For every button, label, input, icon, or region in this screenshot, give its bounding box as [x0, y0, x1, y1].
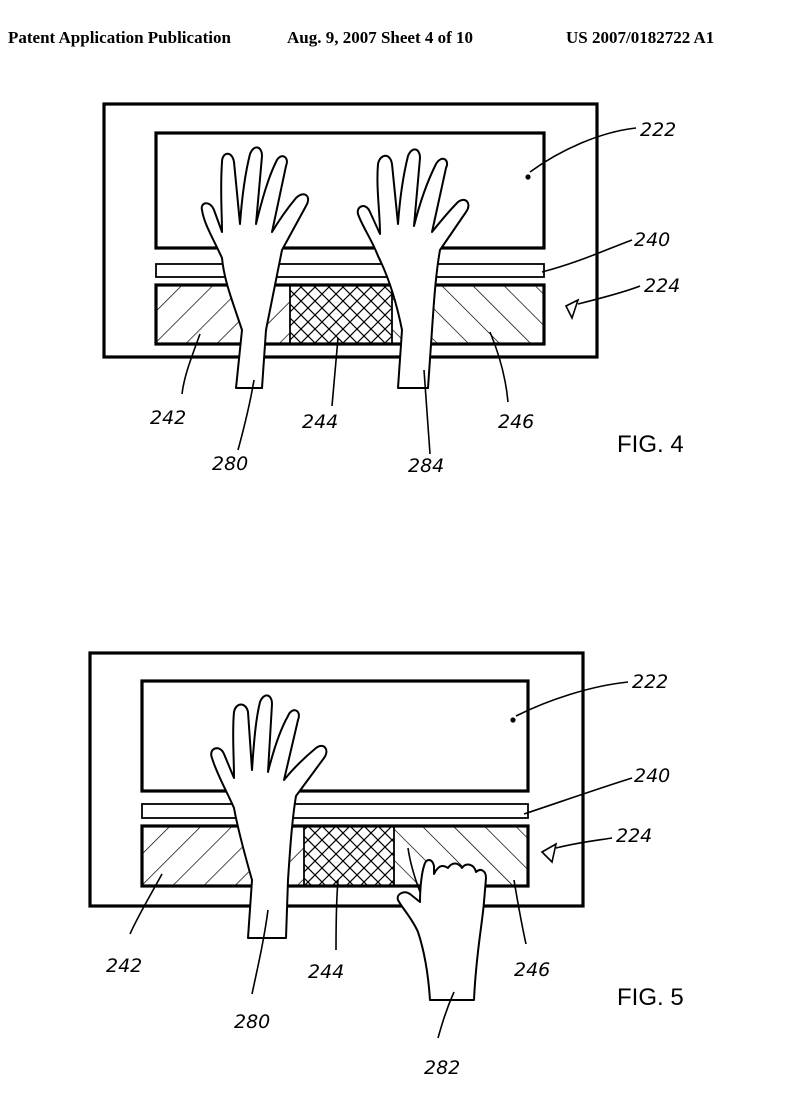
leader-282 — [437, 991, 455, 1039]
leader-280 — [237, 379, 255, 451]
display-screen — [140, 679, 530, 793]
publication-title: Patent Application Publication — [8, 28, 231, 47]
label-222: 222 — [640, 119, 676, 141]
figure-caption: FIG. 5 — [617, 984, 684, 1011]
label-222: 222 — [632, 671, 668, 693]
leader-222 — [529, 127, 637, 173]
arrow-224 — [564, 298, 580, 321]
label-280: 280 — [234, 1011, 270, 1033]
leader-244 — [331, 337, 339, 407]
publication-date-sheet: Aug. 9, 2007 Sheet 4 of 10 — [287, 28, 474, 47]
label-240: 240 — [634, 765, 670, 787]
leader-244 — [335, 879, 339, 951]
label-224: 224 — [616, 825, 652, 847]
display-dot — [510, 717, 516, 723]
figure-caption: FIG. 4 — [617, 431, 684, 458]
strip — [141, 803, 529, 819]
leader-246 — [513, 879, 527, 945]
label-280: 280 — [212, 453, 248, 475]
label-246: 246 — [514, 959, 550, 981]
device-outline — [102, 102, 599, 359]
right-hand-icon — [356, 148, 470, 389]
label-240: 240 — [634, 229, 670, 251]
leader-242 — [181, 333, 201, 395]
display-screen — [154, 131, 546, 250]
pointing-hand-icon — [396, 859, 487, 1001]
figure-4: 222 240 224 242 244 246 280 284 FIG. 4 — [102, 102, 684, 477]
display-dot — [525, 174, 531, 180]
left-hand-icon — [210, 694, 328, 939]
label-282: 282 — [424, 1057, 460, 1079]
label-244: 244 — [308, 961, 344, 983]
publication-number: US 2007/0182722 A1 — [566, 28, 715, 47]
label-242: 242 — [106, 955, 142, 977]
leader-240 — [541, 239, 633, 273]
figure-5: 222 240 224 242 244 246 280 282 FIG. 5 — [88, 651, 684, 1079]
leader-222 — [515, 681, 629, 717]
input-surface — [154, 283, 546, 346]
pointing-finger-line — [407, 847, 421, 893]
leader-240 — [523, 777, 633, 815]
label-244: 244 — [302, 411, 338, 433]
left-hand-icon — [200, 146, 310, 389]
leader-242 — [129, 873, 163, 935]
label-284: 284 — [408, 455, 444, 477]
leader-224 — [577, 285, 641, 305]
leader-224 — [555, 837, 613, 849]
label-224: 224 — [644, 275, 680, 297]
leader-246 — [489, 331, 509, 403]
region-middle-crosshatch — [304, 826, 394, 886]
region-middle-crosshatch — [290, 285, 392, 344]
leader-284 — [423, 369, 431, 455]
label-246: 246 — [498, 411, 534, 433]
leader-280 — [251, 909, 269, 995]
input-surface — [140, 824, 530, 888]
label-242: 242 — [150, 407, 186, 429]
arrow-224 — [540, 842, 558, 864]
strip — [155, 263, 545, 278]
